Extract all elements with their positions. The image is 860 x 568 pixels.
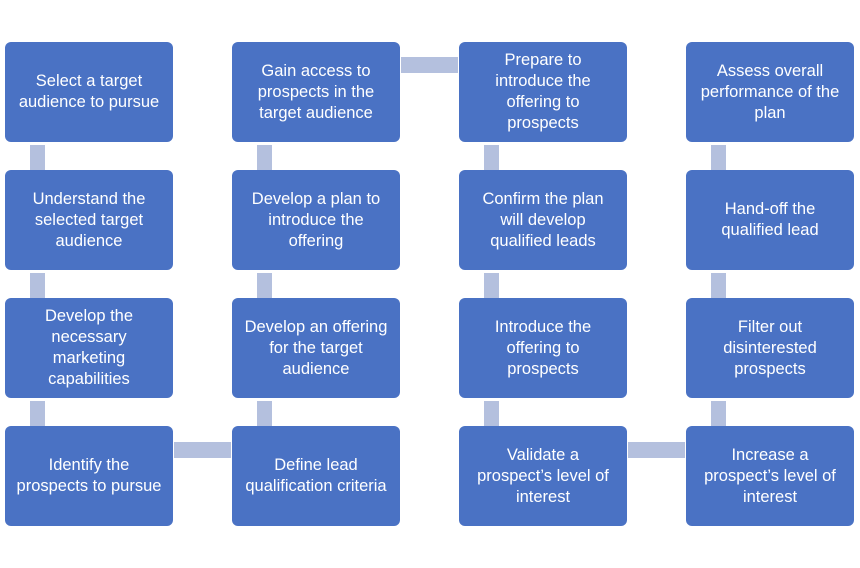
- step-label: Develop the necessary marketing capabili…: [44, 307, 134, 388]
- step-label: Select a target audience to pursue: [18, 72, 160, 111]
- connector-vertical: [711, 401, 726, 426]
- step-gain-access-to-prospects: Gain access to prospects in the target a…: [232, 42, 400, 142]
- step-develop-offering: Develop an offering for the target audie…: [232, 298, 400, 398]
- step-develop-marketing-capabilities: Develop the necessary marketing capabili…: [5, 298, 173, 398]
- connector-horizontal: [401, 57, 458, 73]
- step-assess-performance: Assess overall performance of the plan: [686, 42, 854, 142]
- connector-vertical: [484, 273, 499, 298]
- step-label: Identify the prospects to pursue: [16, 456, 162, 495]
- connector-vertical: [257, 273, 272, 298]
- connector-horizontal: [174, 442, 231, 458]
- step-filter-disinterested: Filter out disinterested prospects: [686, 298, 854, 398]
- step-label: Confirm the plan will develop qualified …: [482, 189, 604, 250]
- step-label: Understand the selected target audience: [32, 189, 146, 250]
- step-label: Develop a plan to introduce the offering: [251, 189, 381, 250]
- step-develop-introduction-plan: Develop a plan to introduce the offering: [232, 170, 400, 270]
- step-increase-interest: Increase a prospect’s level of interest: [686, 426, 854, 526]
- step-introduce-offering: Introduce the offering to prospects: [459, 298, 627, 398]
- step-label: Introduce the offering to prospects: [494, 317, 592, 378]
- connector-vertical: [257, 145, 272, 170]
- step-label: Define lead qualification criteria: [245, 456, 387, 495]
- connector-vertical: [257, 401, 272, 426]
- connector-vertical: [30, 401, 45, 426]
- step-label: Develop an offering for the target audie…: [244, 317, 388, 378]
- step-label: Assess overall performance of the plan: [700, 61, 840, 122]
- step-define-lead-criteria: Define lead qualification criteria: [232, 426, 400, 526]
- step-label: Hand-off the qualified lead: [721, 200, 819, 239]
- step-prepare-introduce-offering: Prepare to introduce the offering to pro…: [459, 42, 627, 142]
- connector-horizontal: [628, 442, 685, 458]
- connector-vertical: [30, 145, 45, 170]
- step-identify-prospects: Identify the prospects to pursue: [5, 426, 173, 526]
- step-validate-interest: Validate a prospect’s level of interest: [459, 426, 627, 526]
- step-hand-off-lead: Hand-off the qualified lead: [686, 170, 854, 270]
- step-label: Validate a prospect’s level of interest: [477, 445, 609, 506]
- step-confirm-plan: Confirm the plan will develop qualified …: [459, 170, 627, 270]
- connector-vertical: [711, 273, 726, 298]
- step-label: Increase a prospect’s level of interest: [704, 445, 836, 506]
- step-label: Prepare to introduce the offering to pro…: [495, 51, 591, 132]
- step-select-target-audience: Select a target audience to pursue: [5, 42, 173, 142]
- step-label: Filter out disinterested prospects: [723, 317, 817, 378]
- step-understand-target-audience: Understand the selected target audience: [5, 170, 173, 270]
- connector-vertical: [484, 401, 499, 426]
- connector-vertical: [30, 273, 45, 298]
- step-label: Gain access to prospects in the target a…: [257, 61, 375, 122]
- connector-vertical: [711, 145, 726, 170]
- connector-vertical: [484, 145, 499, 170]
